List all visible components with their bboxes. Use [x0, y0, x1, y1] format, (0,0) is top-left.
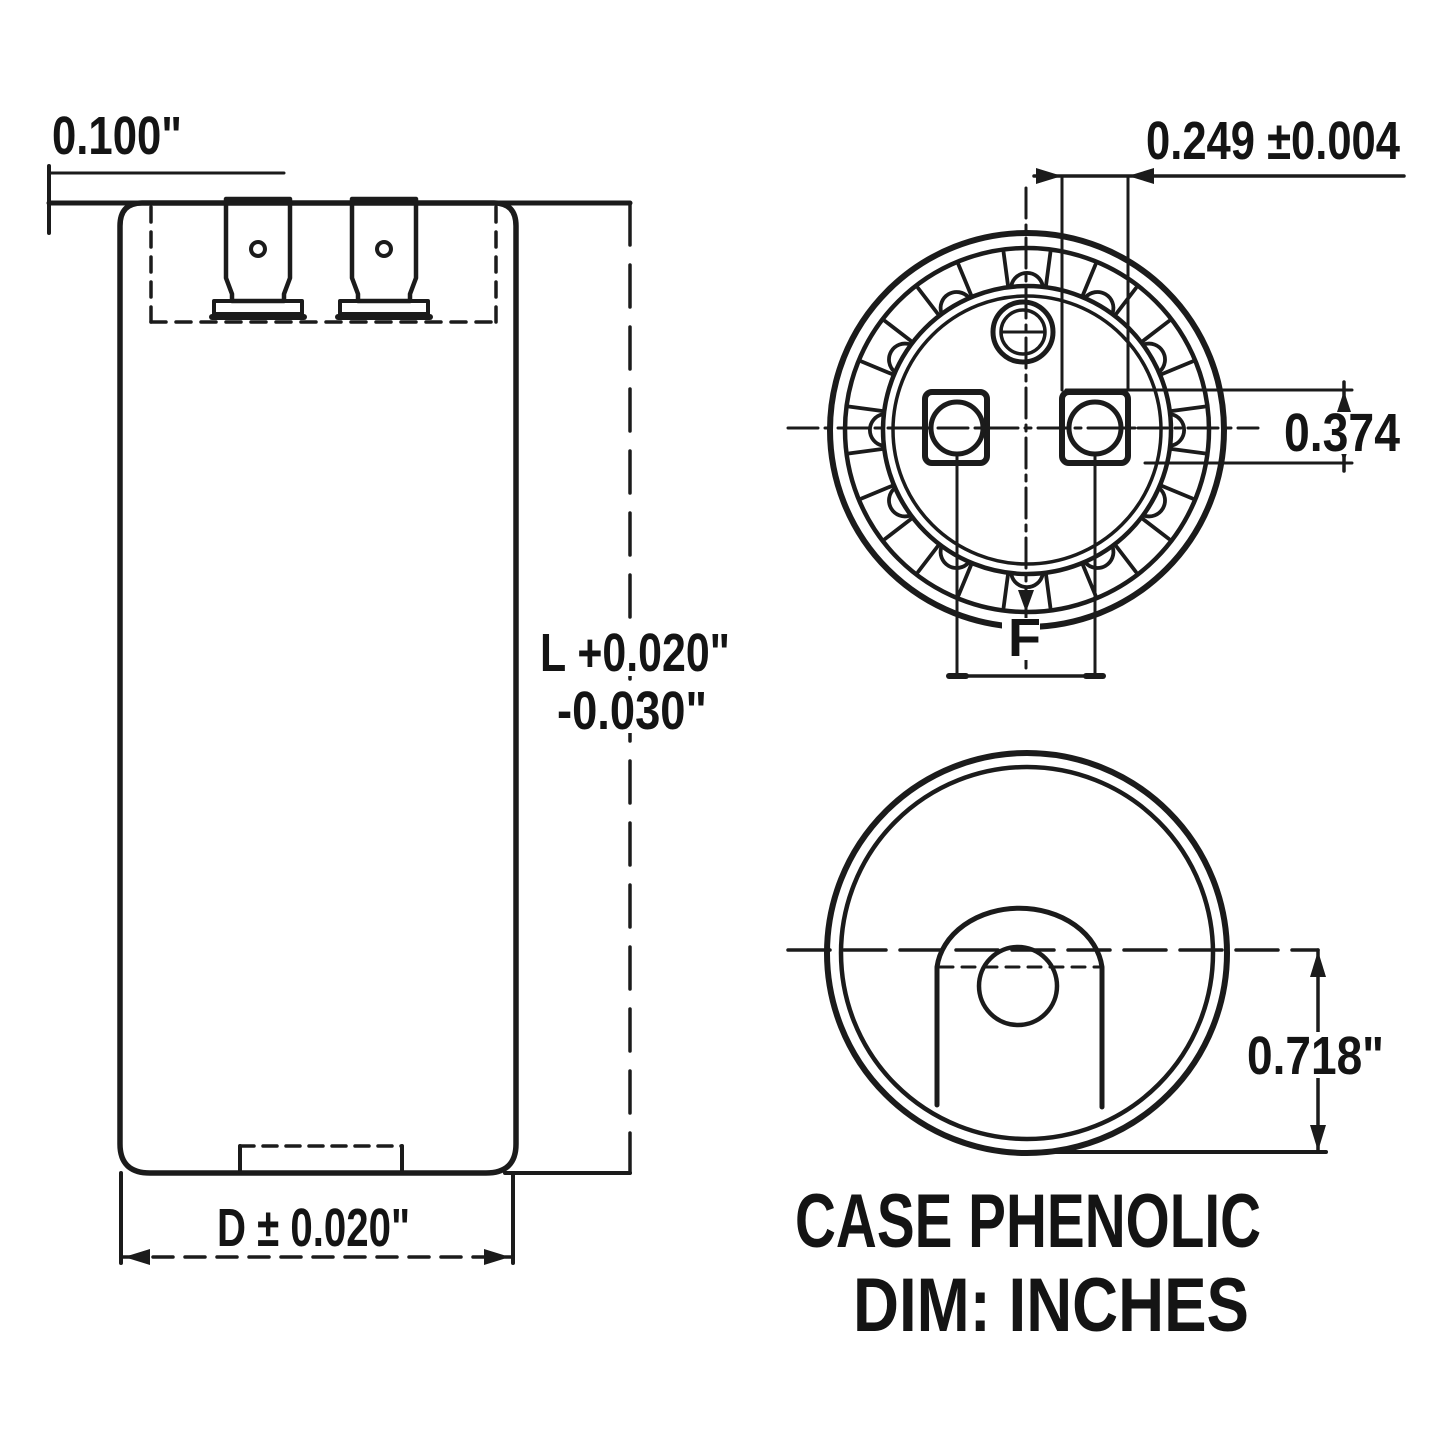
label-dim-base-offset: 0.718"	[1247, 1026, 1384, 1086]
terminal-hole	[249, 240, 267, 258]
hidden-bottom-standoff	[238, 1144, 404, 1174]
arrow-left-icon	[124, 1249, 150, 1265]
arrow-right-icon	[1036, 168, 1062, 184]
rim-crimp-tab	[1080, 262, 1138, 317]
label-dim-length-minus: -0.030"	[557, 681, 707, 741]
rim-crimp-tab	[1001, 571, 1053, 610]
base-standoff-outline	[934, 905, 1105, 1110]
rim-crimp-tab	[1140, 319, 1195, 377]
vent-hole	[990, 299, 1056, 365]
rim-crimp-tab	[1140, 483, 1195, 541]
case-bottom-outer-circle	[824, 750, 1230, 1156]
terminal-hole	[375, 240, 393, 258]
side-terminal-right	[335, 196, 433, 320]
label-backing	[533, 629, 735, 676]
base-center-hole	[976, 944, 1060, 1028]
arrow-down-icon	[1018, 590, 1034, 612]
label-dim-diameter: D ± 0.020"	[217, 1198, 410, 1258]
arrow-down-icon	[1310, 1125, 1326, 1151]
label-backing	[1241, 1032, 1391, 1078]
label-backing	[1278, 412, 1406, 454]
arrow-up-icon	[1336, 391, 1352, 415]
label-backing	[550, 688, 716, 733]
caption-case-material: CASE PHENOLIC	[795, 1179, 1261, 1264]
case-rim-inner-circle	[842, 245, 1212, 615]
label-dim-terminal-width: 0.249 ±0.004	[1146, 111, 1400, 171]
cover-seam-circle	[880, 283, 1174, 577]
case-bottom-inner-circle	[838, 764, 1216, 1142]
side-view: 0.100" L +0.020" -0.030" D ± 0.020"	[46, 106, 735, 1265]
arrow-left-icon	[1128, 168, 1154, 184]
rim-crimp-tab	[859, 483, 914, 541]
label-dim-top-offset: 0.100"	[52, 106, 182, 166]
caption-dimension-units: DIM: INCHES	[853, 1263, 1249, 1348]
case-outline	[117, 200, 519, 1176]
rim-crimp-ring	[847, 250, 1207, 610]
label-dim-terminal-spacing: F	[1008, 608, 1041, 668]
arrow-up-icon	[1310, 951, 1326, 977]
cover-circle	[891, 294, 1163, 566]
dim-terminal-spacing	[946, 454, 1106, 679]
rim-crimp-tab	[1080, 543, 1138, 598]
side-terminal-left	[209, 196, 307, 320]
rim-crimp-tab	[847, 404, 886, 456]
label-backing	[1002, 618, 1040, 660]
bottom-view: 0.718"	[786, 750, 1391, 1156]
label-dim-length-plus: L +0.020"	[540, 623, 730, 683]
caption-block: CASE PHENOLIC DIM: INCHES	[795, 1179, 1261, 1348]
rim-crimp-tab	[1168, 404, 1207, 456]
top-view-terminal-end: 0.249 ±0.004 0.374 F	[786, 111, 1406, 679]
rim-crimp-tab	[859, 319, 914, 377]
label-dim-terminal-height: 0.374	[1284, 403, 1400, 463]
rim-crimp-tab	[916, 262, 974, 317]
dim-terminal-width	[1032, 168, 1406, 392]
rim-crimp-tab	[916, 543, 974, 598]
rim-crimp-tab	[1001, 250, 1053, 289]
arrow-right-icon	[484, 1249, 510, 1265]
